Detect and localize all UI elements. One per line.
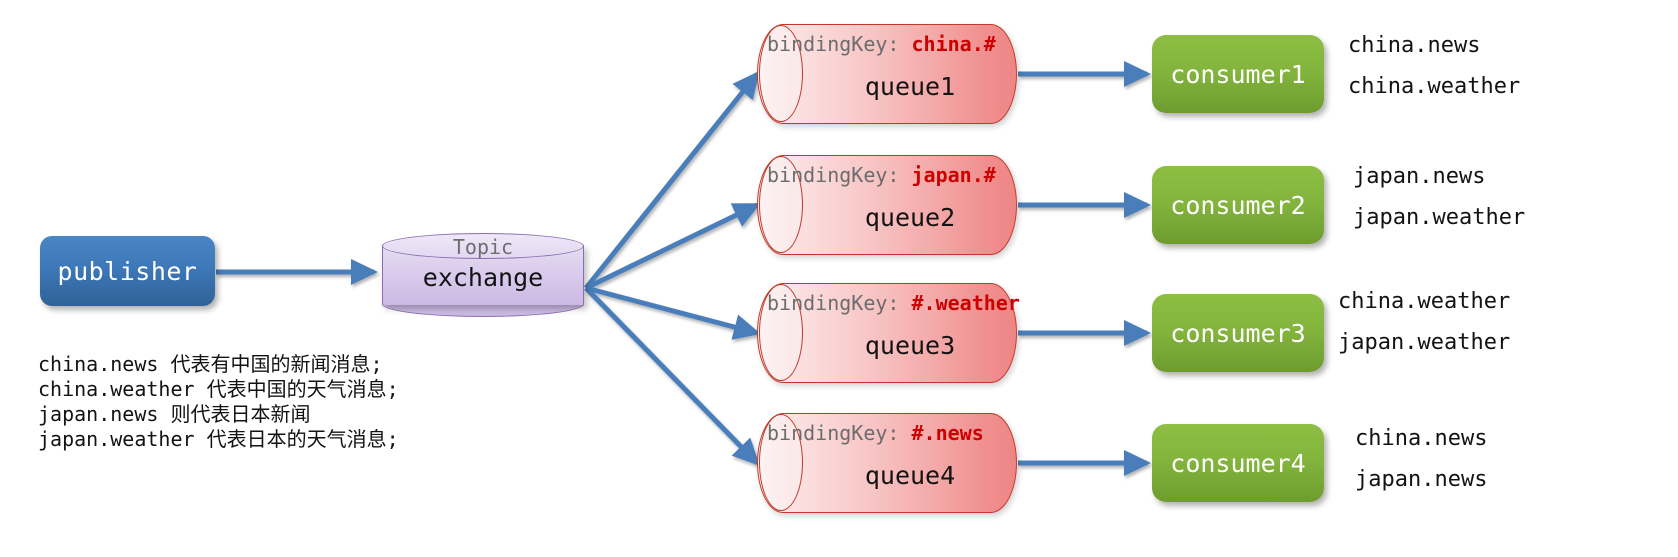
consumer-node-1[interactable]: consumer1 <box>1152 35 1324 113</box>
consumer-label: consumer2 <box>1170 190 1306 220</box>
queue-node-1[interactable]: bindingKey: china.# queue1 <box>757 24 1017 124</box>
queue-binding-key-1: bindingKey: china.# <box>767 32 1017 56</box>
queue-name-1: queue1 <box>864 72 956 101</box>
arrow-exchange-to-queue1 <box>584 70 760 290</box>
queue-node-2[interactable]: bindingKey: japan.# queue2 <box>757 155 1017 255</box>
routing-key: china.weather <box>1348 74 1521 99</box>
consumer-label: consumer1 <box>1170 59 1306 89</box>
publisher-label: publisher <box>57 256 198 286</box>
queue-left-cap <box>759 414 803 511</box>
routing-keys-consumer-1: china.news china.weather <box>1348 25 1520 107</box>
queue-left-cap <box>759 284 803 381</box>
legend: china.news 代表有中国的新闻消息; china.weather 代表中… <box>38 352 399 452</box>
routing-key: japan.weather <box>1353 205 1526 230</box>
exchange-type-label: Topic <box>452 235 514 259</box>
queue-node-3[interactable]: bindingKey: #.weather queue3 <box>757 283 1020 383</box>
legend-line-2: china.weather 代表中国的天气消息; <box>38 377 399 401</box>
binding-key-value: japan.# <box>911 163 996 187</box>
binding-key-label: bindingKey: <box>767 421 900 445</box>
routing-key: china.news <box>1355 426 1488 451</box>
queue-node-4[interactable]: bindingKey: #.news queue4 <box>757 413 1017 513</box>
consumer-label: consumer4 <box>1170 448 1306 478</box>
queue-left-cap <box>759 25 803 122</box>
queue-binding-key-4: bindingKey: #.news <box>767 421 1017 445</box>
routing-key: japan.news <box>1353 164 1486 189</box>
legend-line-3: japan.news 则代表日本新闻 <box>38 402 311 426</box>
queue-binding-key-3: bindingKey: #.weather <box>767 291 1020 315</box>
binding-key-value: #.news <box>911 421 984 445</box>
routing-keys-consumer-4: china.news japan.news <box>1355 418 1487 500</box>
exchange-top-ellipse <box>382 233 584 259</box>
binding-key-value: china.# <box>911 32 996 56</box>
arrow-exchange-to-queue3 <box>585 285 761 340</box>
routing-key: japan.news <box>1355 467 1488 492</box>
consumer-label: consumer3 <box>1170 318 1306 348</box>
queue-binding-key-2: bindingKey: japan.# <box>767 163 1017 187</box>
exchange-node[interactable]: Topic exchange <box>382 233 584 317</box>
arrow-exchange-to-queue4 <box>584 286 760 466</box>
routing-keys-consumer-2: japan.news japan.weather <box>1353 156 1525 238</box>
binding-key-label: bindingKey: <box>767 291 900 315</box>
binding-key-value: #.weather <box>911 291 1020 315</box>
queue-left-cap <box>759 156 803 253</box>
queue-name-3: queue3 <box>864 331 956 360</box>
routing-key: china.news <box>1348 33 1481 58</box>
exchange-label: exchange <box>422 263 544 292</box>
consumer-node-4[interactable]: consumer4 <box>1152 424 1324 502</box>
binding-key-label: bindingKey: <box>767 163 900 187</box>
routing-key: china.weather <box>1338 289 1511 314</box>
queue-name-4: queue4 <box>864 461 956 490</box>
consumer-node-2[interactable]: consumer2 <box>1152 166 1324 244</box>
consumer-node-3[interactable]: consumer3 <box>1152 294 1324 372</box>
legend-line-1: china.news 代表有中国的新闻消息; <box>38 352 383 376</box>
binding-key-label: bindingKey: <box>767 32 900 56</box>
arrow-exchange-to-queue2 <box>584 202 761 291</box>
legend-line-4: japan.weather 代表日本的天气消息; <box>38 427 399 451</box>
routing-keys-consumer-3: china.weather japan.weather <box>1338 281 1510 363</box>
queue-name-2: queue2 <box>864 203 956 232</box>
publisher-node[interactable]: publisher <box>40 236 215 306</box>
routing-key: japan.weather <box>1338 330 1511 355</box>
